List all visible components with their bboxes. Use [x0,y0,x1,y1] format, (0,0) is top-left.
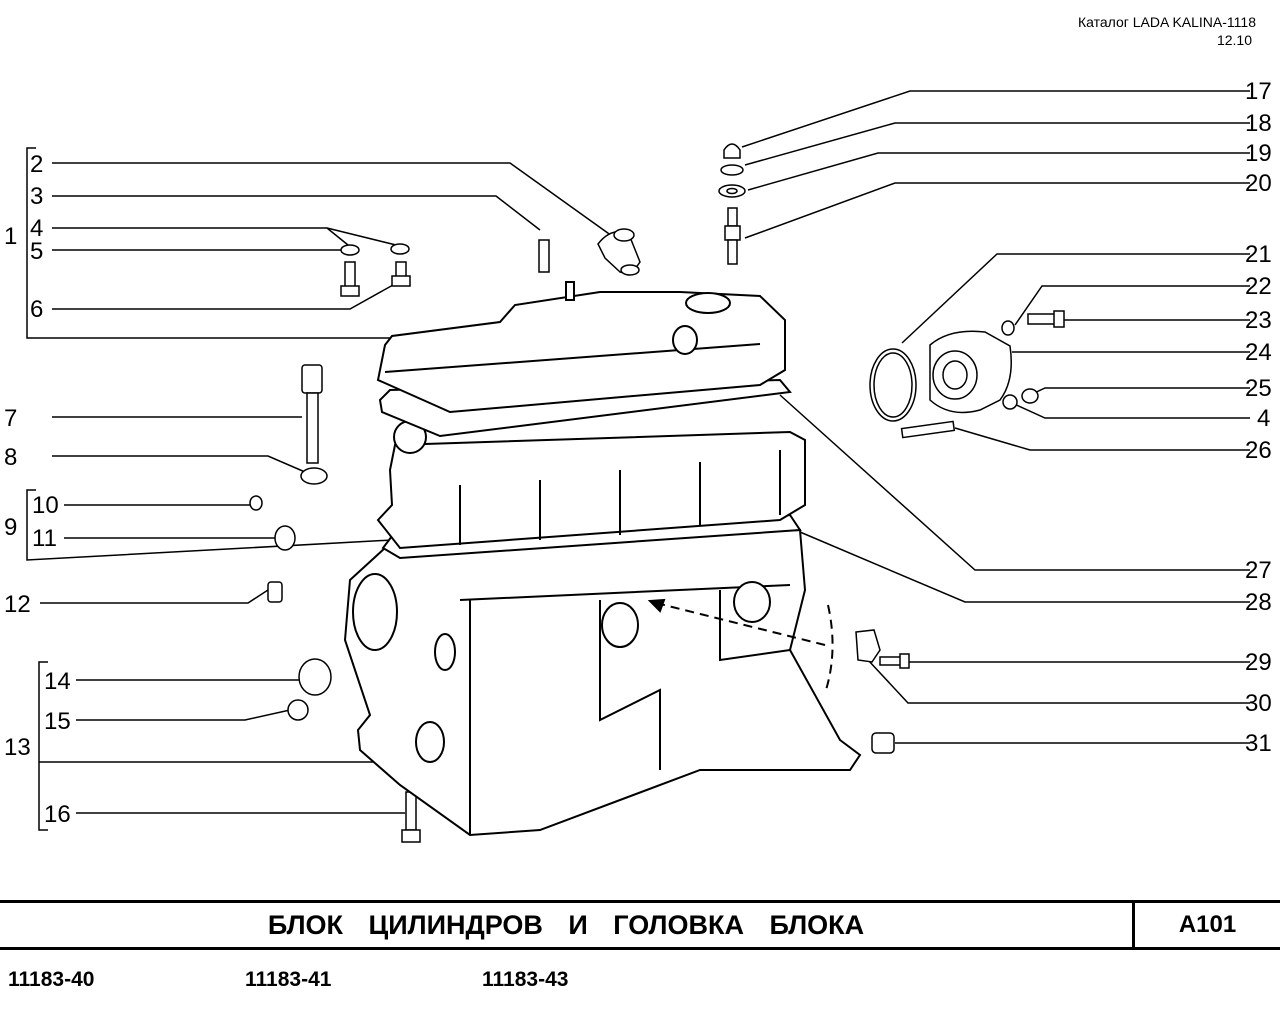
callout-11: 11 [32,525,57,552]
callout-10: 10 [32,492,59,519]
callout-12: 12 [4,591,31,618]
model-code-2: 11183-41 [245,968,332,991]
page-title: БЛОК ЦИЛИНДРОВ И ГОЛОВКА БЛОКА [267,910,865,940]
callout-24: 24 [1245,339,1272,366]
callout-3: 3 [30,183,43,210]
callout-14: 14 [44,668,71,695]
callout-7: 7 [4,405,17,432]
callout-19: 19 [1245,140,1272,167]
exploded-parts-diagram: 1 2 3 4 5 6 7 8 9 10 11 12 13 14 15 16 1… [4,78,1272,843]
page-code: А101 [1178,911,1237,938]
sensor-mount-arrow [647,598,834,691]
callout-30: 30 [1245,690,1272,717]
callout-29: 29 [1245,649,1272,676]
callout-25: 25 [1245,375,1272,402]
callout-4-left: 4 [30,215,43,242]
callout-28: 28 [1245,589,1272,616]
model-code-3: 11183-43 [482,968,569,991]
catalog-title: Каталог LADA KALINA-1118 [1077,14,1256,30]
callout-1: 1 [4,223,17,250]
callout-21: 21 [1245,241,1272,268]
callout-9: 9 [4,514,17,541]
callout-23: 23 [1245,307,1272,334]
engine-assembly [343,281,862,837]
callout-17: 17 [1245,78,1272,105]
model-code-1: 11183-40 [8,968,95,991]
callout-6: 6 [30,296,43,323]
callout-2: 2 [30,151,43,178]
callout-26: 26 [1245,437,1272,464]
leader-lines [26,90,1250,831]
callout-8: 8 [4,444,17,471]
callout-27: 27 [1245,557,1272,584]
callout-22: 22 [1245,273,1272,300]
callout-numbers: 1 2 3 4 5 6 7 8 9 10 11 12 13 14 15 16 1… [4,78,1272,828]
title-bar: БЛОК ЦИЛИНДРОВ И ГОЛОВКА БЛОКА А101 [0,900,1280,950]
callout-13: 13 [4,734,31,761]
callout-18: 18 [1245,110,1272,137]
catalog-revision: 12.10 [1216,32,1252,48]
callout-16: 16 [44,801,71,828]
callout-4-right: 4 [1257,405,1270,432]
callout-15: 15 [44,708,71,735]
callout-5: 5 [30,238,43,265]
loose-parts [249,143,1065,843]
title-divider [1132,903,1135,947]
callout-31: 31 [1245,730,1272,757]
callout-20: 20 [1245,170,1272,197]
